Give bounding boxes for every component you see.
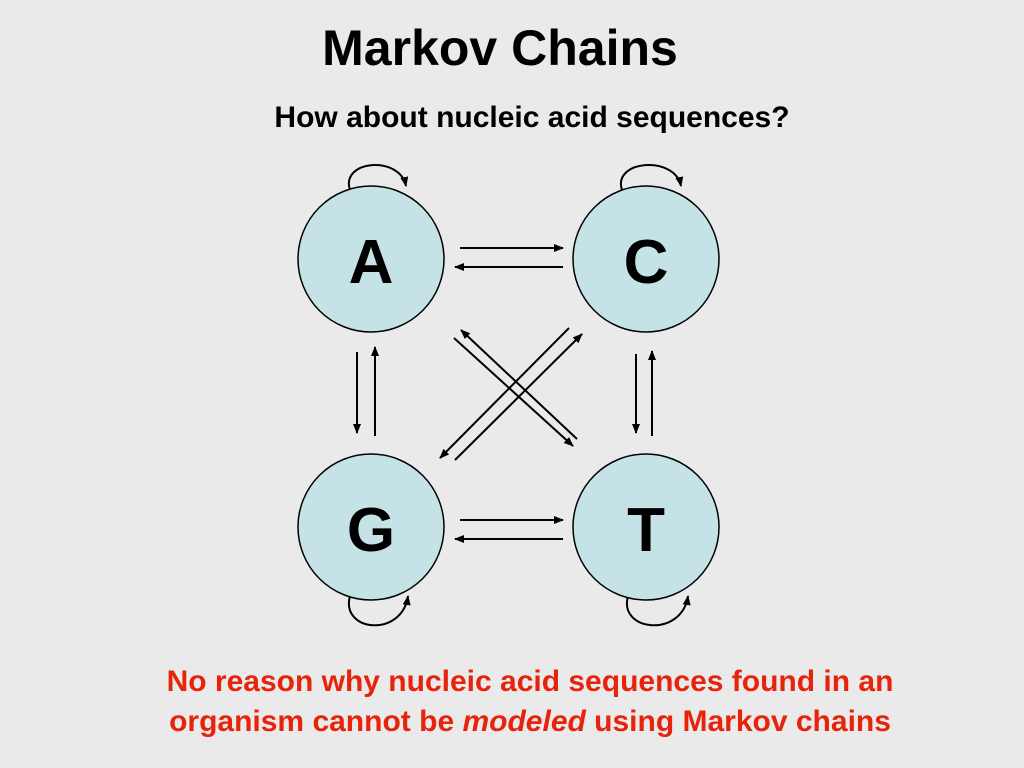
edge-G-to-C-arrow — [454, 333, 583, 461]
conclusion-line-2: organism cannot be modeled using Markov … — [100, 702, 960, 742]
slide-title: Markov Chains — [322, 20, 678, 76]
conclusion-text: No reason why nucleic acid sequences fou… — [100, 662, 960, 742]
node-G: G — [297, 453, 445, 601]
self-loop-A-arrow — [347, 164, 409, 191]
self-loop-G-arrow — [347, 595, 411, 627]
edge-C-to-G-arrow — [439, 327, 570, 459]
edge-T-to-A-arrow — [460, 329, 578, 440]
conclusion-emphasis: modeled — [462, 705, 586, 738]
conclusion-line-1: No reason why nucleic acid sequences fou… — [166, 665, 894, 698]
node-G-label: G — [347, 496, 395, 565]
node-A-circle — [297, 185, 445, 333]
conclusion-line-2-after: using Markov chains — [585, 705, 891, 738]
conclusion-line-2-before: organism cannot be — [169, 705, 463, 738]
self-loop-C-arrow — [619, 164, 684, 191]
self-loop-T-arrow — [625, 595, 691, 627]
node-T-circle — [572, 453, 720, 601]
node-A: A — [297, 185, 445, 333]
edge-A-to-T-arrow — [453, 337, 574, 447]
slide-subtitle: How about nucleic acid sequences? — [274, 101, 790, 134]
node-C-label: C — [624, 228, 669, 297]
node-C: C — [572, 185, 720, 333]
node-A-label: A — [349, 228, 394, 297]
node-T: T — [572, 453, 720, 601]
node-T-label: T — [627, 496, 665, 565]
node-C-circle — [572, 185, 720, 333]
node-G-circle — [297, 453, 445, 601]
